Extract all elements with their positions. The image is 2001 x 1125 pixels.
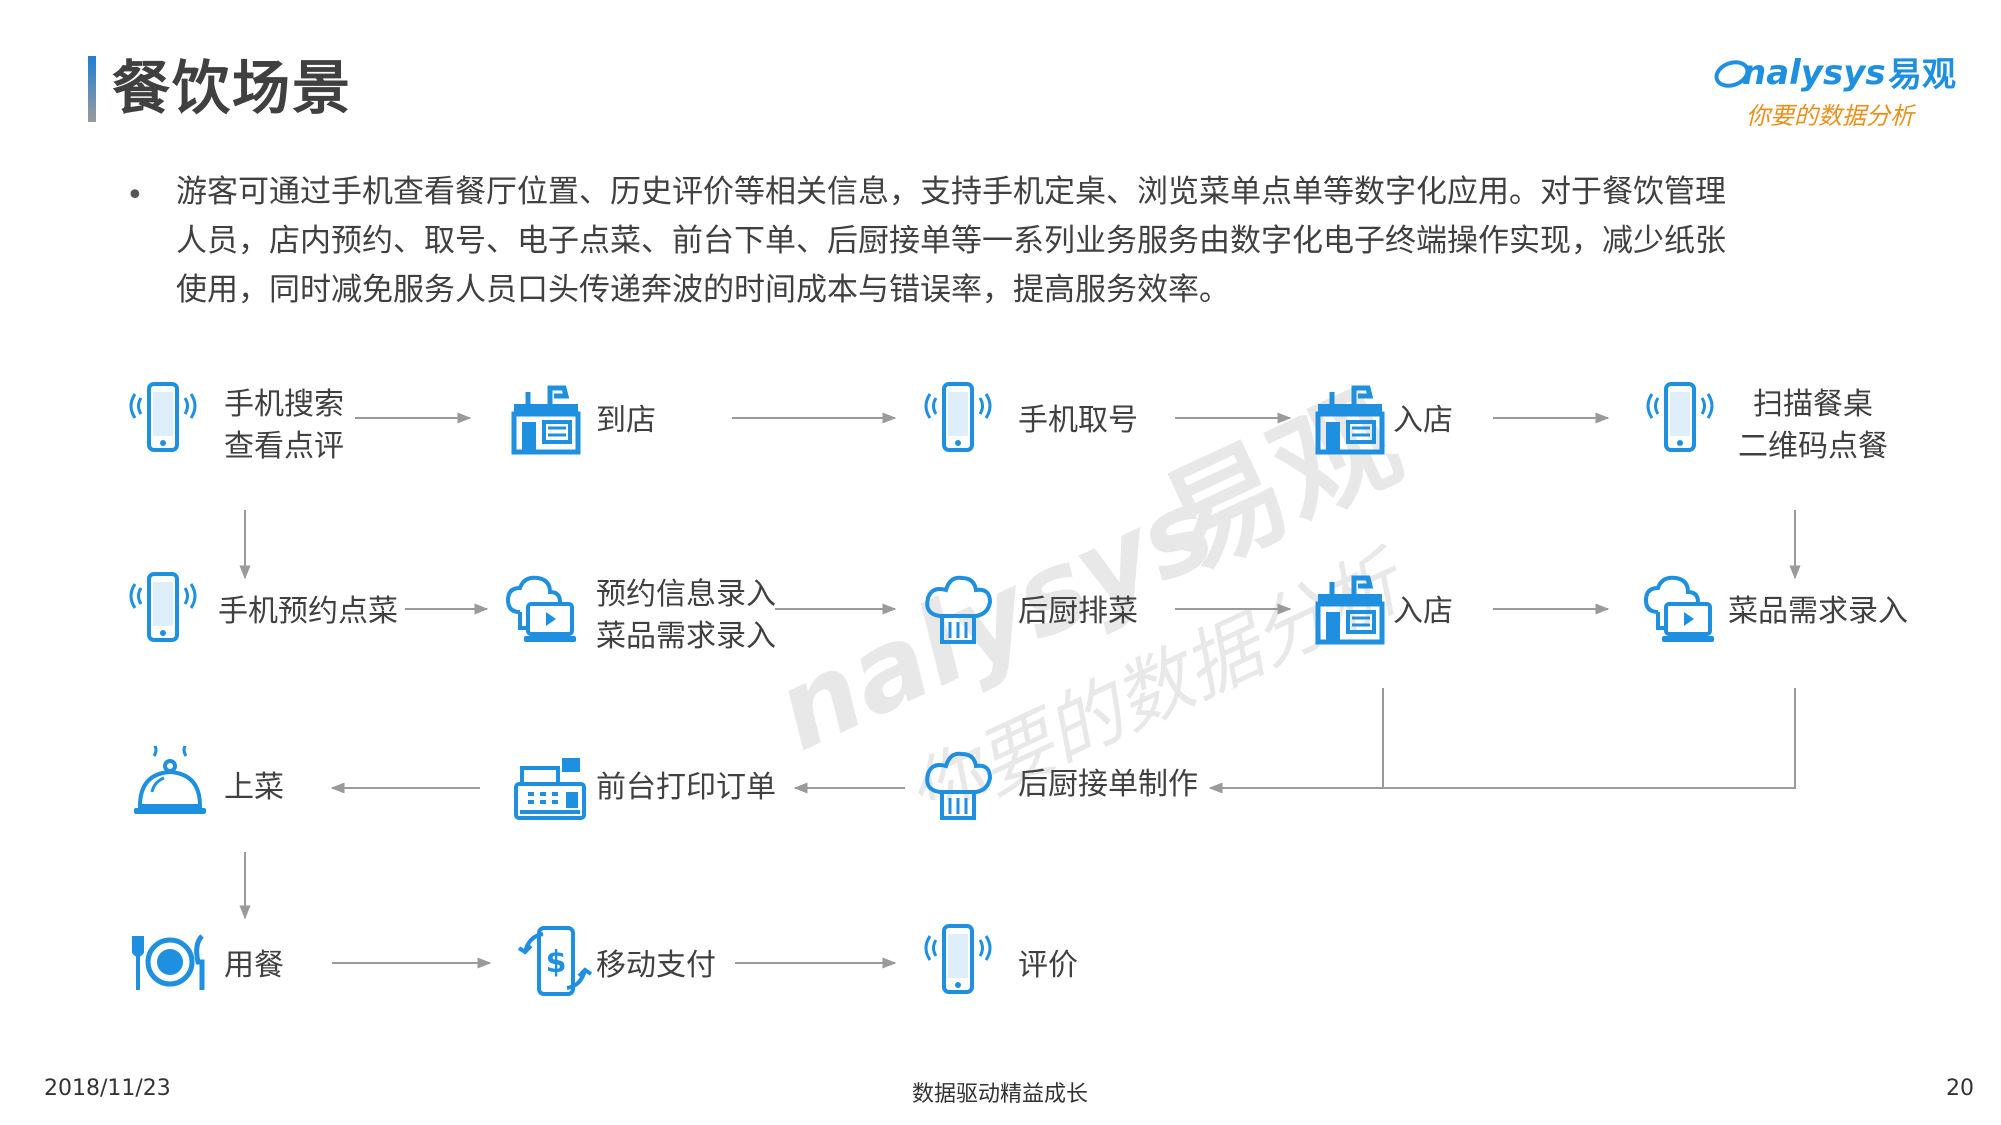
store-icon	[506, 380, 586, 460]
intro-paragraph: 游客可通过手机查看餐厅位置、历史评价等相关信息，支持手机定桌、浏览菜单点单等数字…	[176, 168, 1896, 315]
cloud-terminal-icon	[502, 570, 582, 650]
smartphone-icon	[123, 570, 203, 650]
cloud-terminal-icon	[1640, 570, 1720, 650]
intro-line-1: 游客可通过手机查看餐厅位置、历史评价等相关信息，支持手机定桌、浏览菜单点单等数字…	[176, 174, 1726, 210]
intro-line-2: 人员，店内预约、取号、电子点菜、前台下单、后厨接单等一系列业务服务由数字化电子终…	[176, 223, 1726, 259]
chef-hat-icon	[918, 746, 998, 826]
footer-date: 2018/11/23	[44, 1076, 171, 1101]
node-enter-store-2: 入店	[1393, 594, 1453, 629]
footer-slogan: 数据驱动精益成长	[912, 1082, 1089, 1107]
node-arrive-store: 到店	[596, 403, 656, 438]
smartphone-icon	[123, 380, 203, 460]
bullet-marker: •	[126, 178, 144, 213]
plate-cutlery-icon	[130, 922, 210, 1002]
node-scan-table: 扫描餐桌 二维码点餐	[1738, 387, 1888, 464]
title-accent-bar	[88, 56, 96, 122]
analysys-logo: nalysys 易观 你要的数据分析	[1714, 53, 1956, 130]
page-number: 20	[1946, 1076, 1974, 1101]
logo-slogan: 你要的数据分析	[1746, 102, 1917, 130]
node-print-order: 前台打印订单	[596, 770, 776, 805]
node-search-reviews: 手机搜索 查看点评	[224, 387, 344, 464]
node-kitchen-cook: 后厨接单制作	[1018, 767, 1198, 802]
connector-order-to-kitchen	[1208, 688, 1796, 794]
page-title: 餐饮场景	[112, 54, 353, 122]
node-review: 评价	[1018, 948, 1078, 983]
serving-cloche-icon	[130, 746, 210, 826]
node-mobile-pay: 移动支付	[596, 948, 716, 983]
node-kitchen-arrange: 后厨排菜	[1018, 594, 1138, 629]
node-enter-store-1: 入店	[1393, 403, 1453, 438]
smartphone-icon	[918, 922, 998, 1002]
smartphone-icon	[918, 380, 998, 460]
chef-hat-icon	[918, 570, 998, 650]
node-reservation-input: 预约信息录入 菜品需求录入	[596, 577, 776, 654]
store-icon	[1310, 570, 1390, 650]
mobile-payment-icon	[515, 922, 595, 1002]
store-icon	[1310, 380, 1390, 460]
node-serve-dish: 上菜	[224, 770, 284, 805]
node-reserve-order: 手机预约点菜	[218, 594, 398, 629]
logo-brand-en: nalysys	[1742, 53, 1886, 93]
intro-line-3: 使用，同时减免服务人员口头传递奔波的时间成本与错误率，提高服务效率。	[176, 272, 1230, 308]
cash-register-icon	[510, 746, 590, 826]
node-phone-queue: 手机取号	[1018, 403, 1138, 438]
node-dish-input: 菜品需求录入	[1728, 594, 1908, 629]
node-dine: 用餐	[224, 948, 284, 983]
smartphone-icon	[1640, 380, 1720, 460]
logo-brand-cn: 易观	[1888, 55, 1956, 95]
